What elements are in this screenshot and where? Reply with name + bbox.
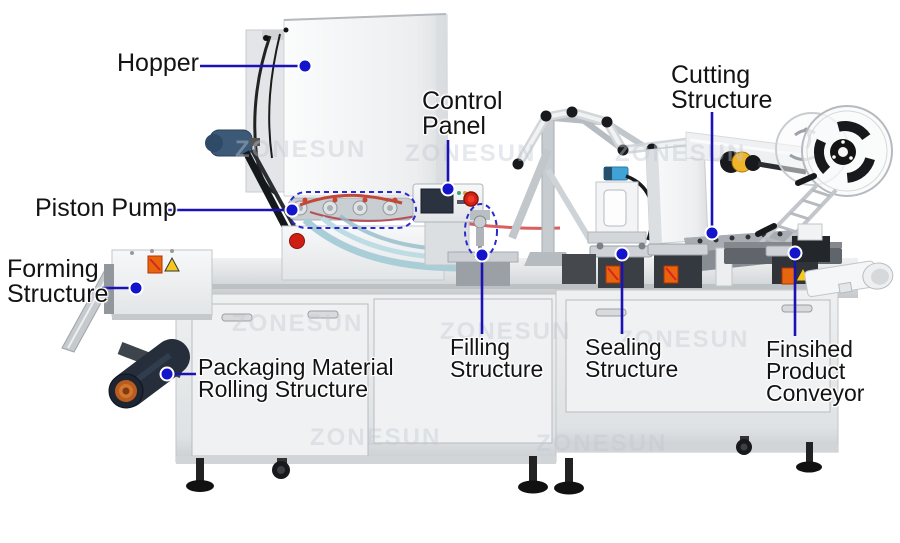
- finished-product-conveyor: [765, 223, 894, 298]
- warning-triangle-icon: [164, 256, 180, 272]
- packaging-material-roll: [108, 339, 190, 409]
- piston-pump-dashed-outline: [287, 191, 417, 229]
- motor: [205, 129, 260, 157]
- label-control-panel: Control Panel: [422, 87, 503, 140]
- film-spool-assembly: [685, 105, 893, 264]
- callout-dot-packaging-material: [159, 366, 175, 382]
- panel-button[interactable]: [457, 191, 461, 195]
- callout-dot-filling-structure: [474, 247, 490, 263]
- label-sealing-structure: Sealing Structure: [585, 334, 679, 382]
- cabinet-left: [175, 293, 557, 464]
- callout-dot-hopper: [297, 58, 313, 74]
- label-finished-product-conveyor: Finsihed Product Conveyor: [766, 336, 865, 406]
- callout-dot-forming-structure: [128, 280, 144, 296]
- door-handle[interactable]: [221, 313, 253, 322]
- callout-dot-sealing-structure: [614, 246, 630, 262]
- label-cutting-structure: Cutting Structure: [671, 61, 773, 114]
- label-piston-pump: Piston Pump: [35, 194, 177, 222]
- label-filling-structure: Filling Structure: [450, 334, 544, 382]
- callout-dot-finished-conveyor: [787, 245, 803, 261]
- machine-legs: [186, 436, 822, 495]
- door-handle[interactable]: [595, 308, 627, 317]
- hopper-assembly: [205, 13, 449, 234]
- cabinet-right: [555, 289, 839, 453]
- emergency-stop-button[interactable]: [289, 233, 305, 249]
- door-handle[interactable]: [307, 310, 339, 319]
- film-guide-tower: [508, 106, 689, 266]
- callout-dot-control-panel: [440, 181, 456, 197]
- door-handle[interactable]: [781, 304, 813, 313]
- callout-dot-cutting-structure: [704, 225, 720, 241]
- label-packaging-material-rolling-structure: Packaging Material Rolling Structure: [198, 354, 394, 402]
- callout-dot-piston-pump: [284, 202, 300, 218]
- label-hopper: Hopper: [117, 49, 199, 77]
- filling-nozzle-dashed-outline: [464, 203, 498, 259]
- label-forming-structure: Forming Structure: [7, 255, 109, 308]
